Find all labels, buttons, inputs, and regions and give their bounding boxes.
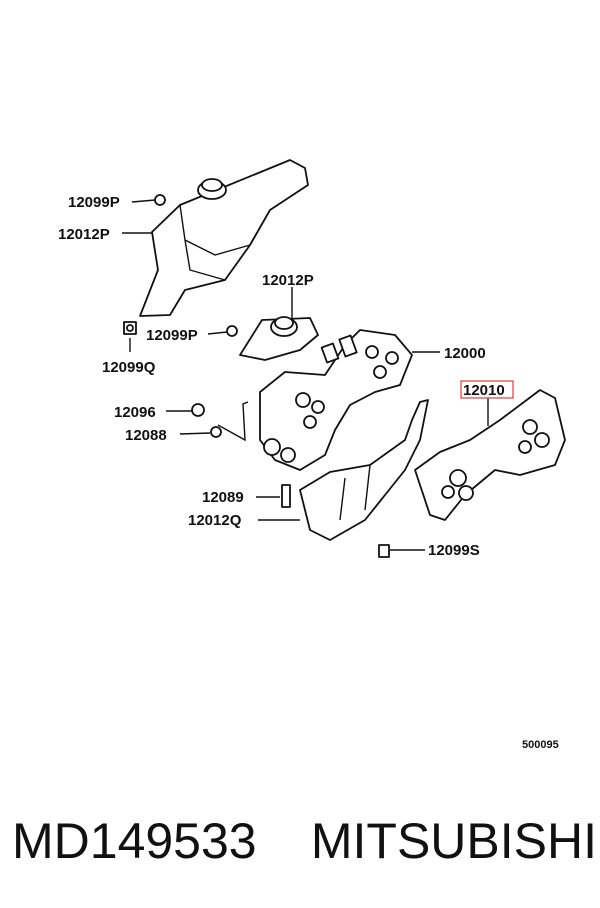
label-12012q: 12012Q <box>188 512 242 529</box>
nut-12099p-top <box>154 194 166 206</box>
exhaust-manifold <box>259 329 413 471</box>
reference-code: 500095 <box>522 739 559 751</box>
label-12088: 12088 <box>125 427 167 444</box>
upper-heat-cover <box>139 159 309 317</box>
part-number: MD149533 <box>12 813 257 869</box>
manifold-gasket <box>414 389 566 521</box>
lower-heat-cover <box>299 399 429 541</box>
brand-name: MITSUBISHI <box>310 813 597 869</box>
caption: MD149533 MITSUBISHI <box>12 806 597 876</box>
label-12099q: 12099Q <box>102 359 156 376</box>
label-12012p-middle: 12012P <box>262 272 314 289</box>
label-12096: 12096 <box>114 404 156 421</box>
washer-12088 <box>210 426 222 438</box>
bolt-12099s <box>378 544 390 558</box>
nut-12096 <box>191 403 205 417</box>
highlight-box <box>460 380 514 399</box>
label-12010: 12010 <box>463 382 505 399</box>
nut-12099p-mid <box>226 325 238 337</box>
label-12089: 12089 <box>202 489 244 506</box>
label-12012p-top: 12012P <box>58 226 110 243</box>
label-12099p-middle: 12099P <box>146 327 198 344</box>
label-12099s: 12099S <box>428 542 480 559</box>
middle-heat-shield <box>239 316 319 361</box>
bolt-12099q <box>123 321 137 335</box>
stud-12089 <box>281 484 291 508</box>
label-12000: 12000 <box>444 345 486 362</box>
leader-lines <box>122 199 489 551</box>
label-12099p-top: 12099P <box>68 194 120 211</box>
